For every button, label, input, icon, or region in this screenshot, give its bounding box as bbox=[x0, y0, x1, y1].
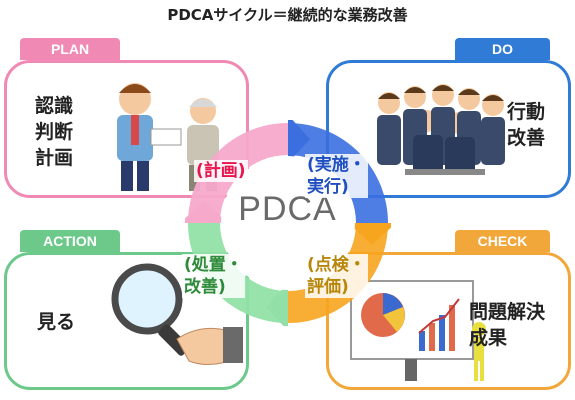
plan-cycle-label: (計画) bbox=[194, 160, 248, 182]
action-text: 見る bbox=[37, 311, 76, 333]
check-cycle-label: (点検・ 評価) bbox=[305, 254, 368, 298]
diagram-title: PDCAサイクル＝継続的な業務改善 bbox=[167, 6, 408, 24]
stick-figure-illustration bbox=[472, 322, 486, 381]
plan-text: 認識 判断 計画 bbox=[35, 95, 74, 169]
check-text: 問題解決 成果 bbox=[469, 301, 546, 349]
do-tab: DO bbox=[455, 38, 550, 60]
action-cycle-label: (処置・ 改善) bbox=[182, 254, 245, 298]
plan-card: 認識 判断 計画 bbox=[4, 60, 249, 198]
check-tab: CHECK bbox=[455, 230, 550, 252]
check-card: 問題解決 成果 bbox=[326, 252, 571, 390]
do-cycle-label: (実施・ 実行) bbox=[305, 154, 368, 198]
do-text: 行動 改善 bbox=[507, 101, 546, 149]
magnifier-hand-illustration bbox=[111, 263, 243, 365]
chart-board-illustration bbox=[350, 280, 474, 381]
plan-tab: PLAN bbox=[20, 38, 120, 60]
do-team-illustration bbox=[377, 84, 505, 175]
action-tab: ACTION bbox=[20, 230, 120, 252]
